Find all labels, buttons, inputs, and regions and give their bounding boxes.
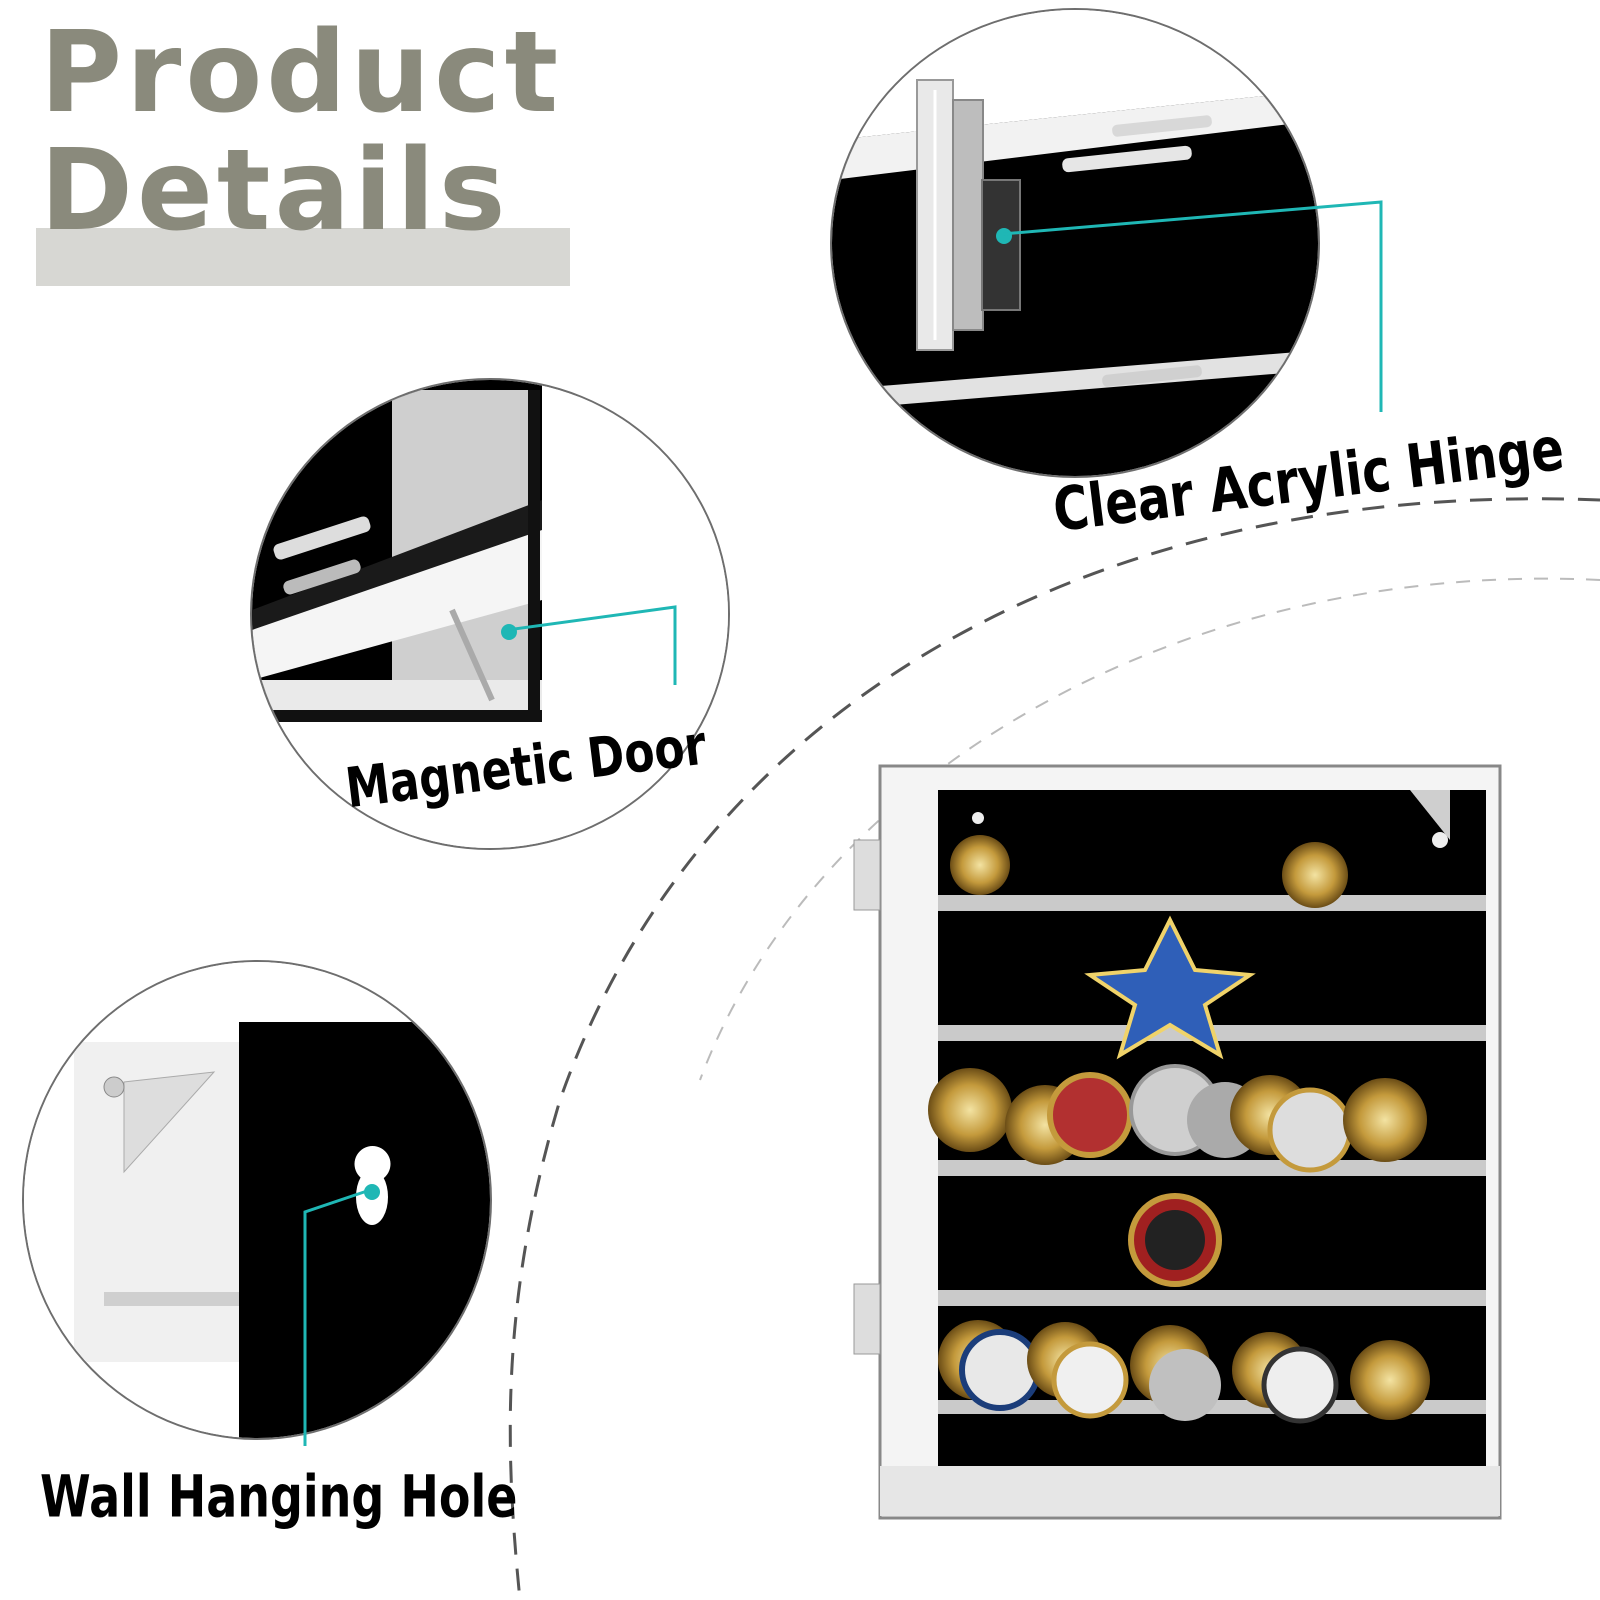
hinge-detail-image — [832, 10, 1318, 476]
outer-dashed-arc — [508, 497, 1600, 1600]
inner-dashed-arc — [699, 577, 1600, 1081]
hinge-detail-circle — [830, 8, 1320, 478]
display-case-image — [853, 764, 1502, 1520]
door-leader-line — [506, 605, 677, 685]
hinge-leader-line — [1001, 200, 1383, 412]
hole-detail-image — [24, 962, 490, 1438]
page-title: Product Details — [40, 14, 562, 250]
door-detail-image — [252, 380, 728, 848]
title-underline-bar — [36, 228, 570, 286]
title-line-2: Details — [40, 126, 510, 256]
hole-marker-dot — [364, 1184, 380, 1200]
hole-leader-line — [303, 1188, 371, 1446]
title-line-1: Product — [40, 8, 563, 138]
hole-detail-circle — [22, 960, 492, 1440]
hole-callout-label: Wall Hanging Hole — [40, 1462, 518, 1531]
door-detail-circle — [250, 378, 730, 850]
